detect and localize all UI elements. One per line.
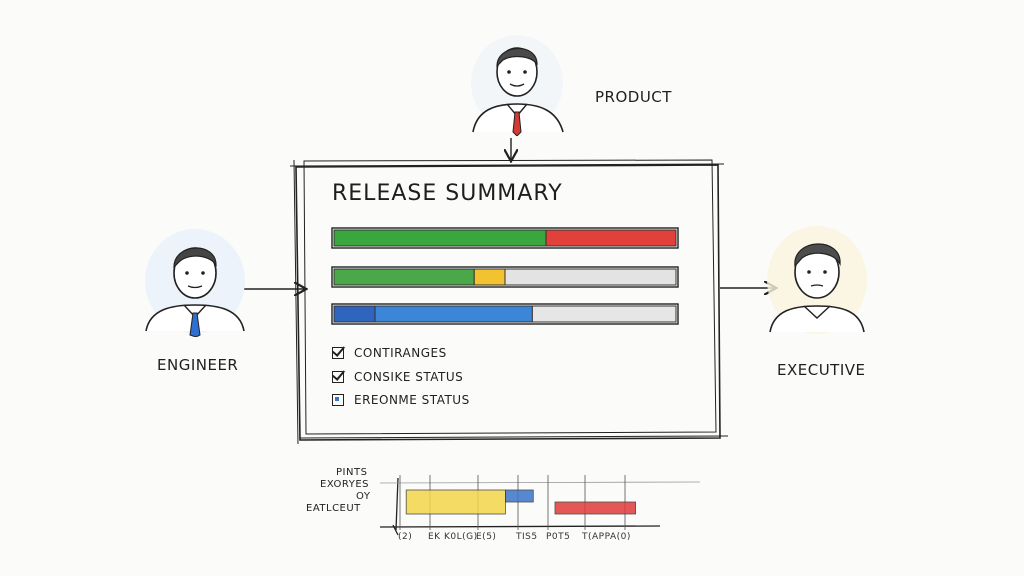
mini-chart-tick-label: EK K0L(G) [428, 532, 478, 542]
mini-chart-tick-label: (2) [398, 532, 413, 542]
progress-segment [333, 305, 376, 323]
mini-chart-gridline [379, 481, 701, 484]
progress-bar-outline [331, 303, 679, 325]
checkbox-icon[interactable] [332, 371, 344, 383]
progress-bars [331, 227, 679, 325]
checklist-label: EREONME STATUS [354, 393, 470, 407]
mini-chart [379, 475, 701, 536]
mini-chart-bar [504, 489, 534, 503]
engineer-person [140, 225, 250, 341]
release-summary-panel-frame [289, 159, 729, 445]
checklist-label: CONTIRANGES [354, 346, 447, 360]
checkbox-icon[interactable] [332, 394, 344, 406]
mini-chart-tick-label: P0T5 [546, 532, 571, 542]
executive-person [762, 222, 872, 342]
engineer-label: ENGINEER [157, 356, 239, 374]
checklist-item[interactable]: EREONME STATUS [332, 393, 470, 407]
progress-segment [333, 268, 475, 286]
mini-chart-bar [405, 489, 506, 515]
mini-chart-ylabel: PINTS EXORYES OY EATLCEUT [306, 467, 370, 515]
progress-segment [374, 305, 533, 323]
mini-chart-x-axis [379, 525, 661, 528]
progress-bar-outline [331, 227, 679, 249]
checkbox-icon[interactable] [332, 347, 344, 359]
executive-avatar-icon [767, 226, 867, 334]
product-label: PRODUCT [595, 88, 672, 106]
ylabel-line: PINTS [336, 467, 368, 478]
ylabel-line: OY [356, 491, 371, 502]
progress-segment [504, 268, 677, 286]
checklist-label: CONSIKE STATUS [354, 370, 464, 384]
checklist-item[interactable]: CONSIKE STATUS [332, 370, 463, 384]
ylabel-line: EATLCEUT [306, 503, 361, 514]
progress-segment [473, 268, 506, 286]
progress-bar-outline [331, 266, 679, 288]
progress-segment [545, 229, 677, 247]
mini-chart-bar [554, 501, 636, 515]
mini-chart-tick-label: T(APPA(0) [582, 532, 631, 542]
progress-segment [531, 305, 677, 323]
panel-title: RELEASE SUMMARY [332, 181, 563, 206]
engineer-avatar-icon [145, 229, 245, 338]
mini-chart-tick-label: TIS5 [516, 532, 538, 542]
product-person [465, 28, 569, 140]
ylabel-line: EXORYES [320, 479, 369, 490]
progress-segment [333, 229, 547, 247]
product-avatar-icon [471, 35, 564, 137]
checklist-item[interactable]: CONTIRANGES [332, 346, 447, 360]
mini-chart-tick-label: E(5) [476, 532, 497, 542]
executive-label: EXECUTIVE [777, 361, 866, 379]
